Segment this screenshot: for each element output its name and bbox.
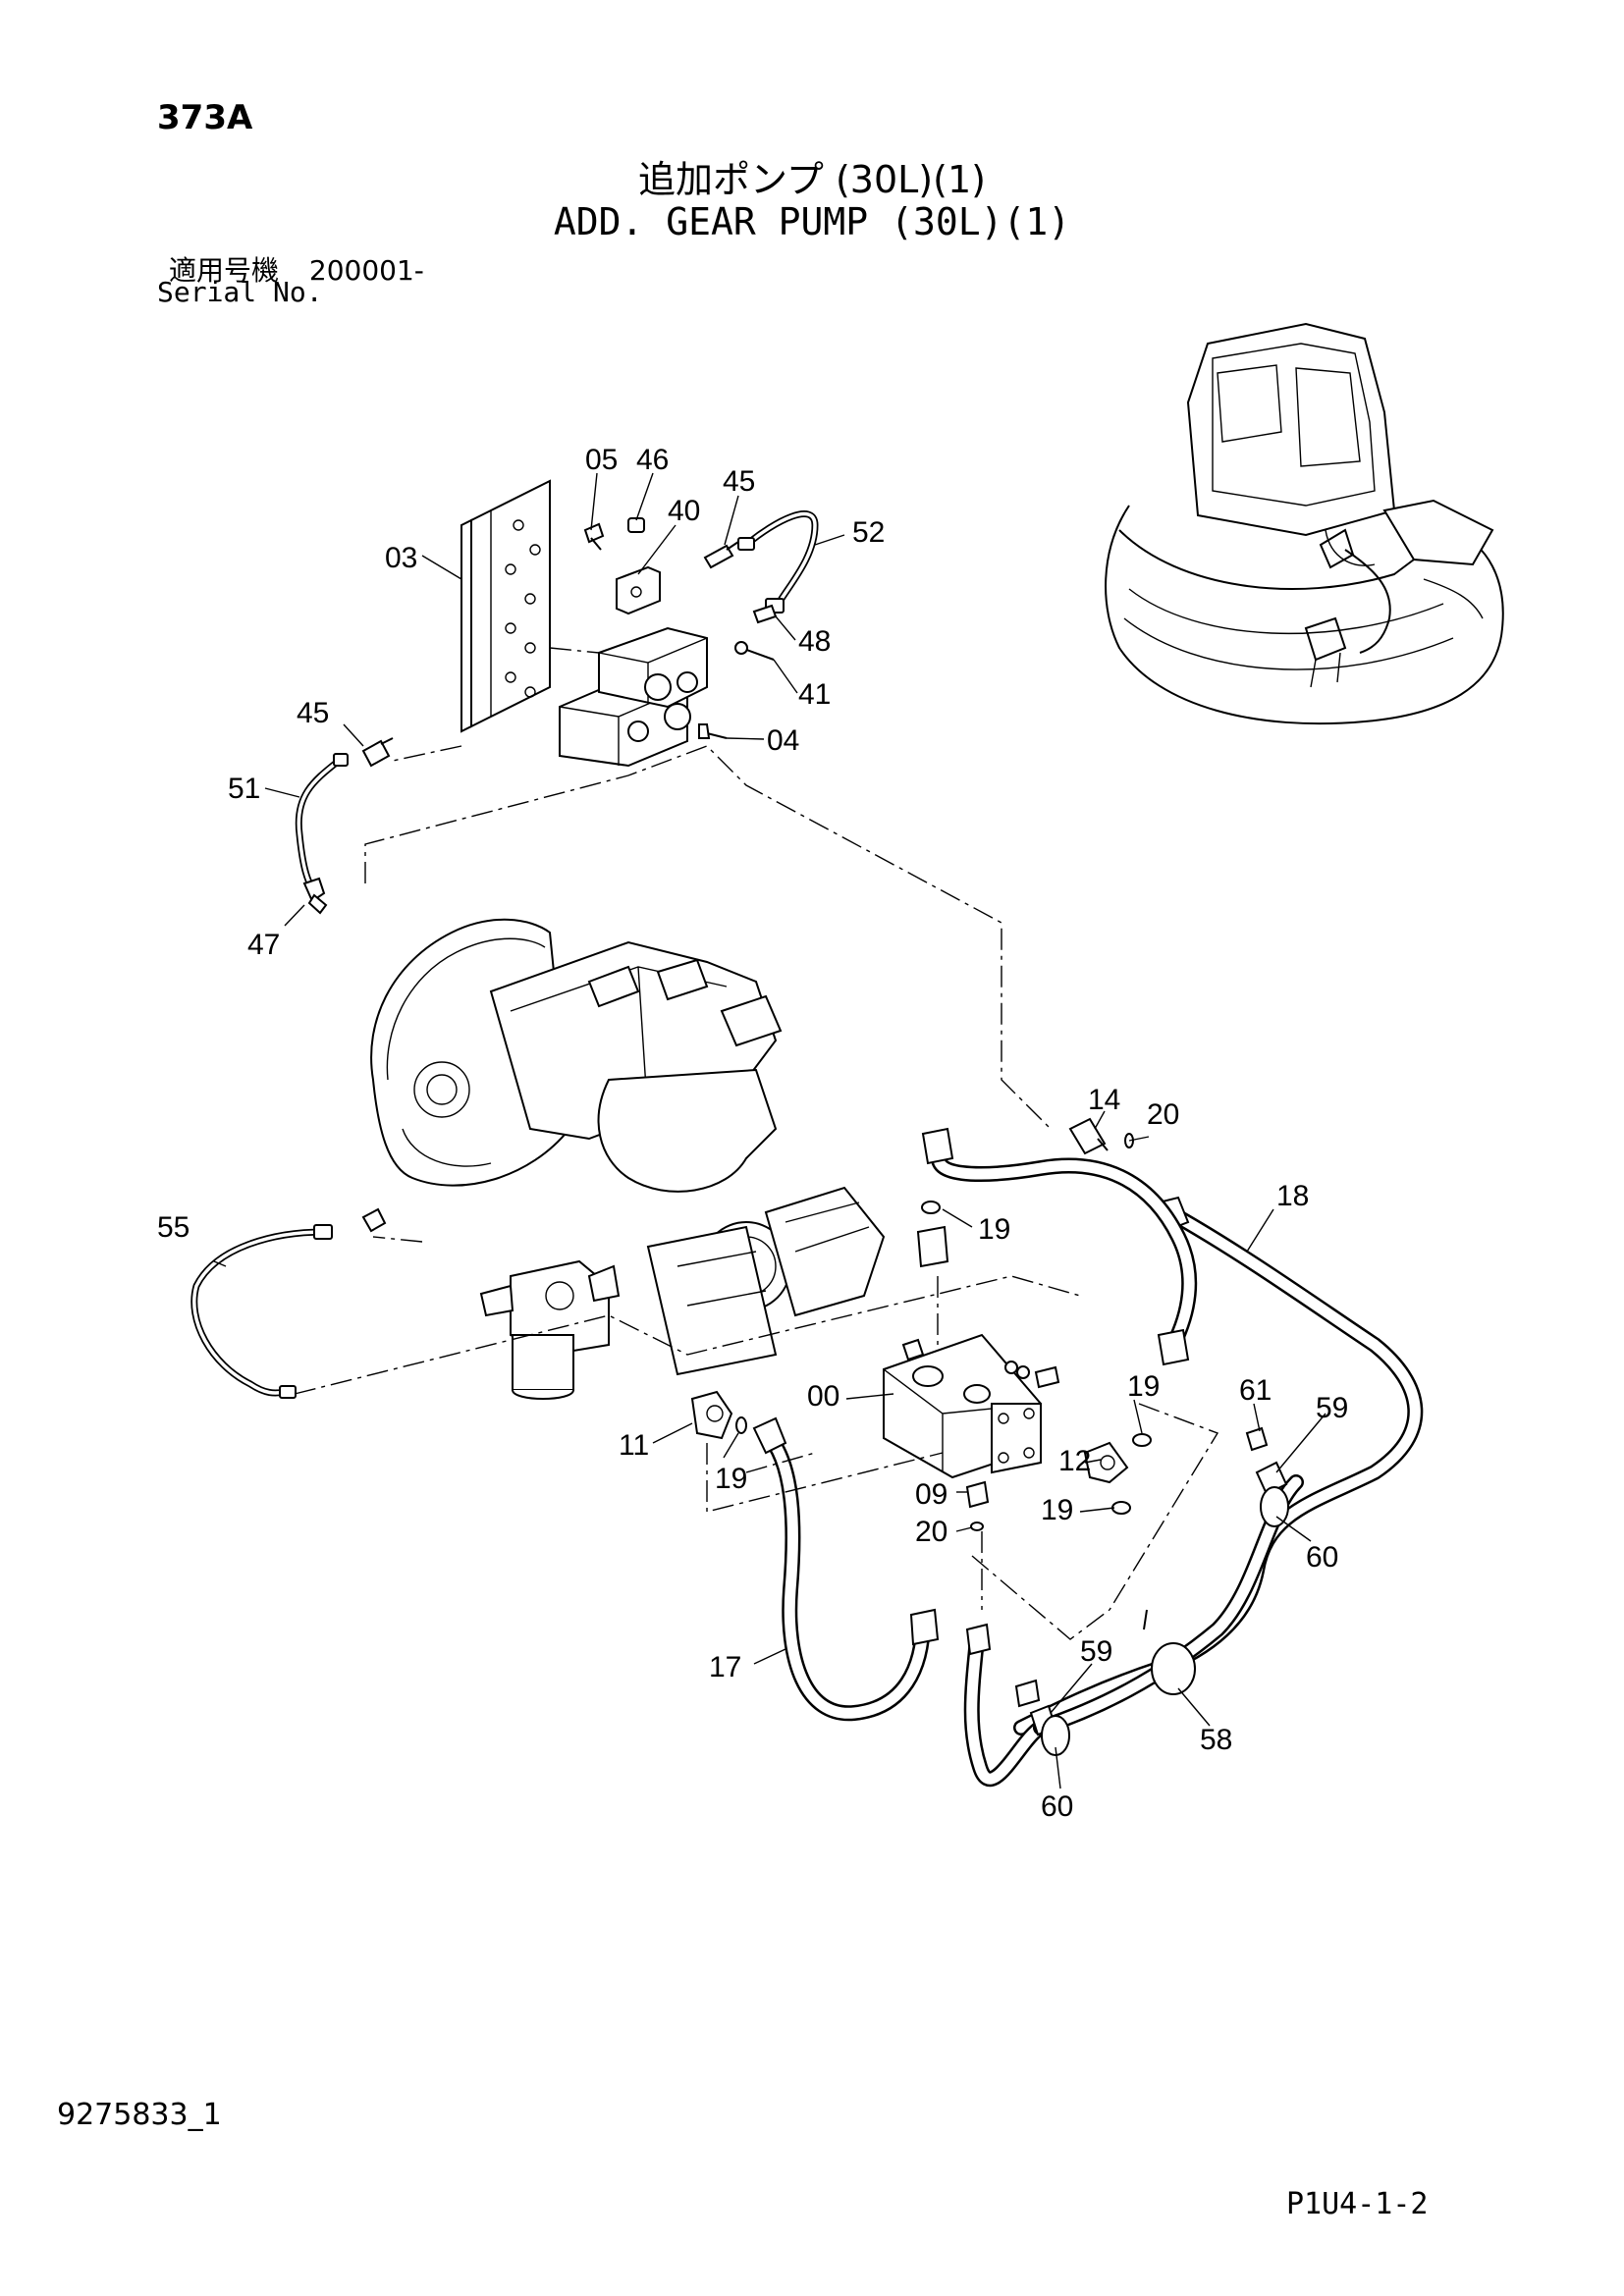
bolt-61 [1245, 1426, 1269, 1452]
solenoid-valve-block [559, 565, 708, 768]
catalog-code: 373A [157, 98, 253, 137]
elbow-12 [1083, 1441, 1129, 1484]
callout-19-right-lower: 19 [1041, 1494, 1073, 1526]
callout-60-right: 60 [1306, 1541, 1338, 1574]
callout-61: 61 [1239, 1374, 1272, 1407]
oring-19-upper [921, 1201, 941, 1214]
callout-45-lower: 45 [297, 697, 329, 729]
callout-19-upper: 19 [978, 1213, 1010, 1246]
callout-18: 18 [1276, 1180, 1309, 1212]
serial-line-japanese: 適用号機 200001- [169, 249, 424, 289]
callout-41: 41 [798, 678, 831, 711]
callout-12: 12 [1058, 1445, 1091, 1477]
clamp-60-right [1260, 1486, 1289, 1527]
adapter-45-upper [703, 541, 739, 569]
callout-05: 05 [585, 444, 618, 476]
adapter-48 [752, 604, 778, 624]
oring-20-lower [970, 1522, 984, 1531]
clamp-60-left [1041, 1715, 1070, 1756]
document-number: 9275833_1 [57, 2098, 222, 2132]
callout-11: 11 [619, 1429, 649, 1462]
callout-40: 40 [668, 495, 700, 527]
bolt-04 [698, 723, 728, 739]
hose-52 [737, 510, 819, 614]
callout-59-left: 59 [1080, 1635, 1112, 1668]
callout-00: 00 [807, 1380, 839, 1413]
callout-60-left: 60 [1041, 1790, 1073, 1823]
adapter-45-lower [361, 737, 394, 768]
hose-upper-long [921, 1127, 1198, 1366]
callout-59-right: 59 [1316, 1392, 1348, 1424]
title-japanese: 追加ポンプ (30L)(1) [638, 158, 986, 201]
connector-09 [965, 1480, 990, 1509]
callout-46: 46 [636, 444, 669, 476]
callout-51: 51 [228, 773, 260, 805]
elbow-47 [302, 877, 328, 915]
oring-19-left [735, 1416, 747, 1434]
main-pump-assembly [370, 918, 886, 1376]
callout-14: 14 [1088, 1084, 1120, 1116]
callout-labels: 05 46 45 40 52 03 48 41 04 45 51 47 14 2… [157, 444, 1348, 1823]
fitting-upper [916, 1225, 949, 1268]
callout-47: 47 [247, 929, 280, 961]
callout-45-upper: 45 [723, 465, 755, 498]
filter-assembly [479, 1259, 621, 1400]
callout-04: 04 [767, 724, 799, 757]
clamp-58 [1143, 1609, 1196, 1695]
oring-19-right-upper [1132, 1433, 1152, 1447]
serial-range: 200001- [308, 254, 424, 287]
callout-17: 17 [709, 1651, 741, 1683]
serial-label-japanese: 適用号機 [169, 254, 280, 287]
page-reference: P1U4-1-2 [1286, 2187, 1429, 2221]
oring-19-right-lower [1111, 1501, 1131, 1515]
callout-58: 58 [1200, 1724, 1232, 1756]
title-english: ADD. GEAR PUMP (30L)(1) [553, 200, 1071, 243]
callout-19-right-upper: 19 [1127, 1370, 1160, 1403]
callout-03: 03 [385, 542, 417, 574]
hose-lower [963, 1474, 1304, 1787]
callout-52: 52 [852, 516, 885, 549]
elbow-11 [690, 1390, 733, 1440]
leader-lines [213, 472, 1326, 1789]
callout-20-upper: 20 [1147, 1098, 1179, 1131]
callout-09: 09 [915, 1478, 947, 1511]
serial-label-english: Serial No. [157, 276, 323, 308]
callout-55: 55 [157, 1211, 189, 1244]
callout-19-left: 19 [715, 1463, 747, 1495]
hose-51 [295, 753, 349, 892]
gear-pump-00 [883, 1333, 1060, 1479]
plug-46 [627, 517, 645, 533]
callout-48: 48 [798, 625, 831, 658]
fitting-lower-left [1014, 1679, 1041, 1708]
hose-17 [752, 1416, 940, 1722]
bolt-41 [734, 641, 775, 661]
adapter-14 [1068, 1117, 1109, 1155]
sensor-cable-55 [190, 1207, 387, 1399]
valve-bracket [460, 479, 551, 733]
assembly-centerlines [294, 647, 1219, 1640]
bolt-05 [583, 522, 605, 551]
machine-overview-illustration [1105, 322, 1504, 725]
callout-20-lower: 20 [915, 1516, 947, 1548]
